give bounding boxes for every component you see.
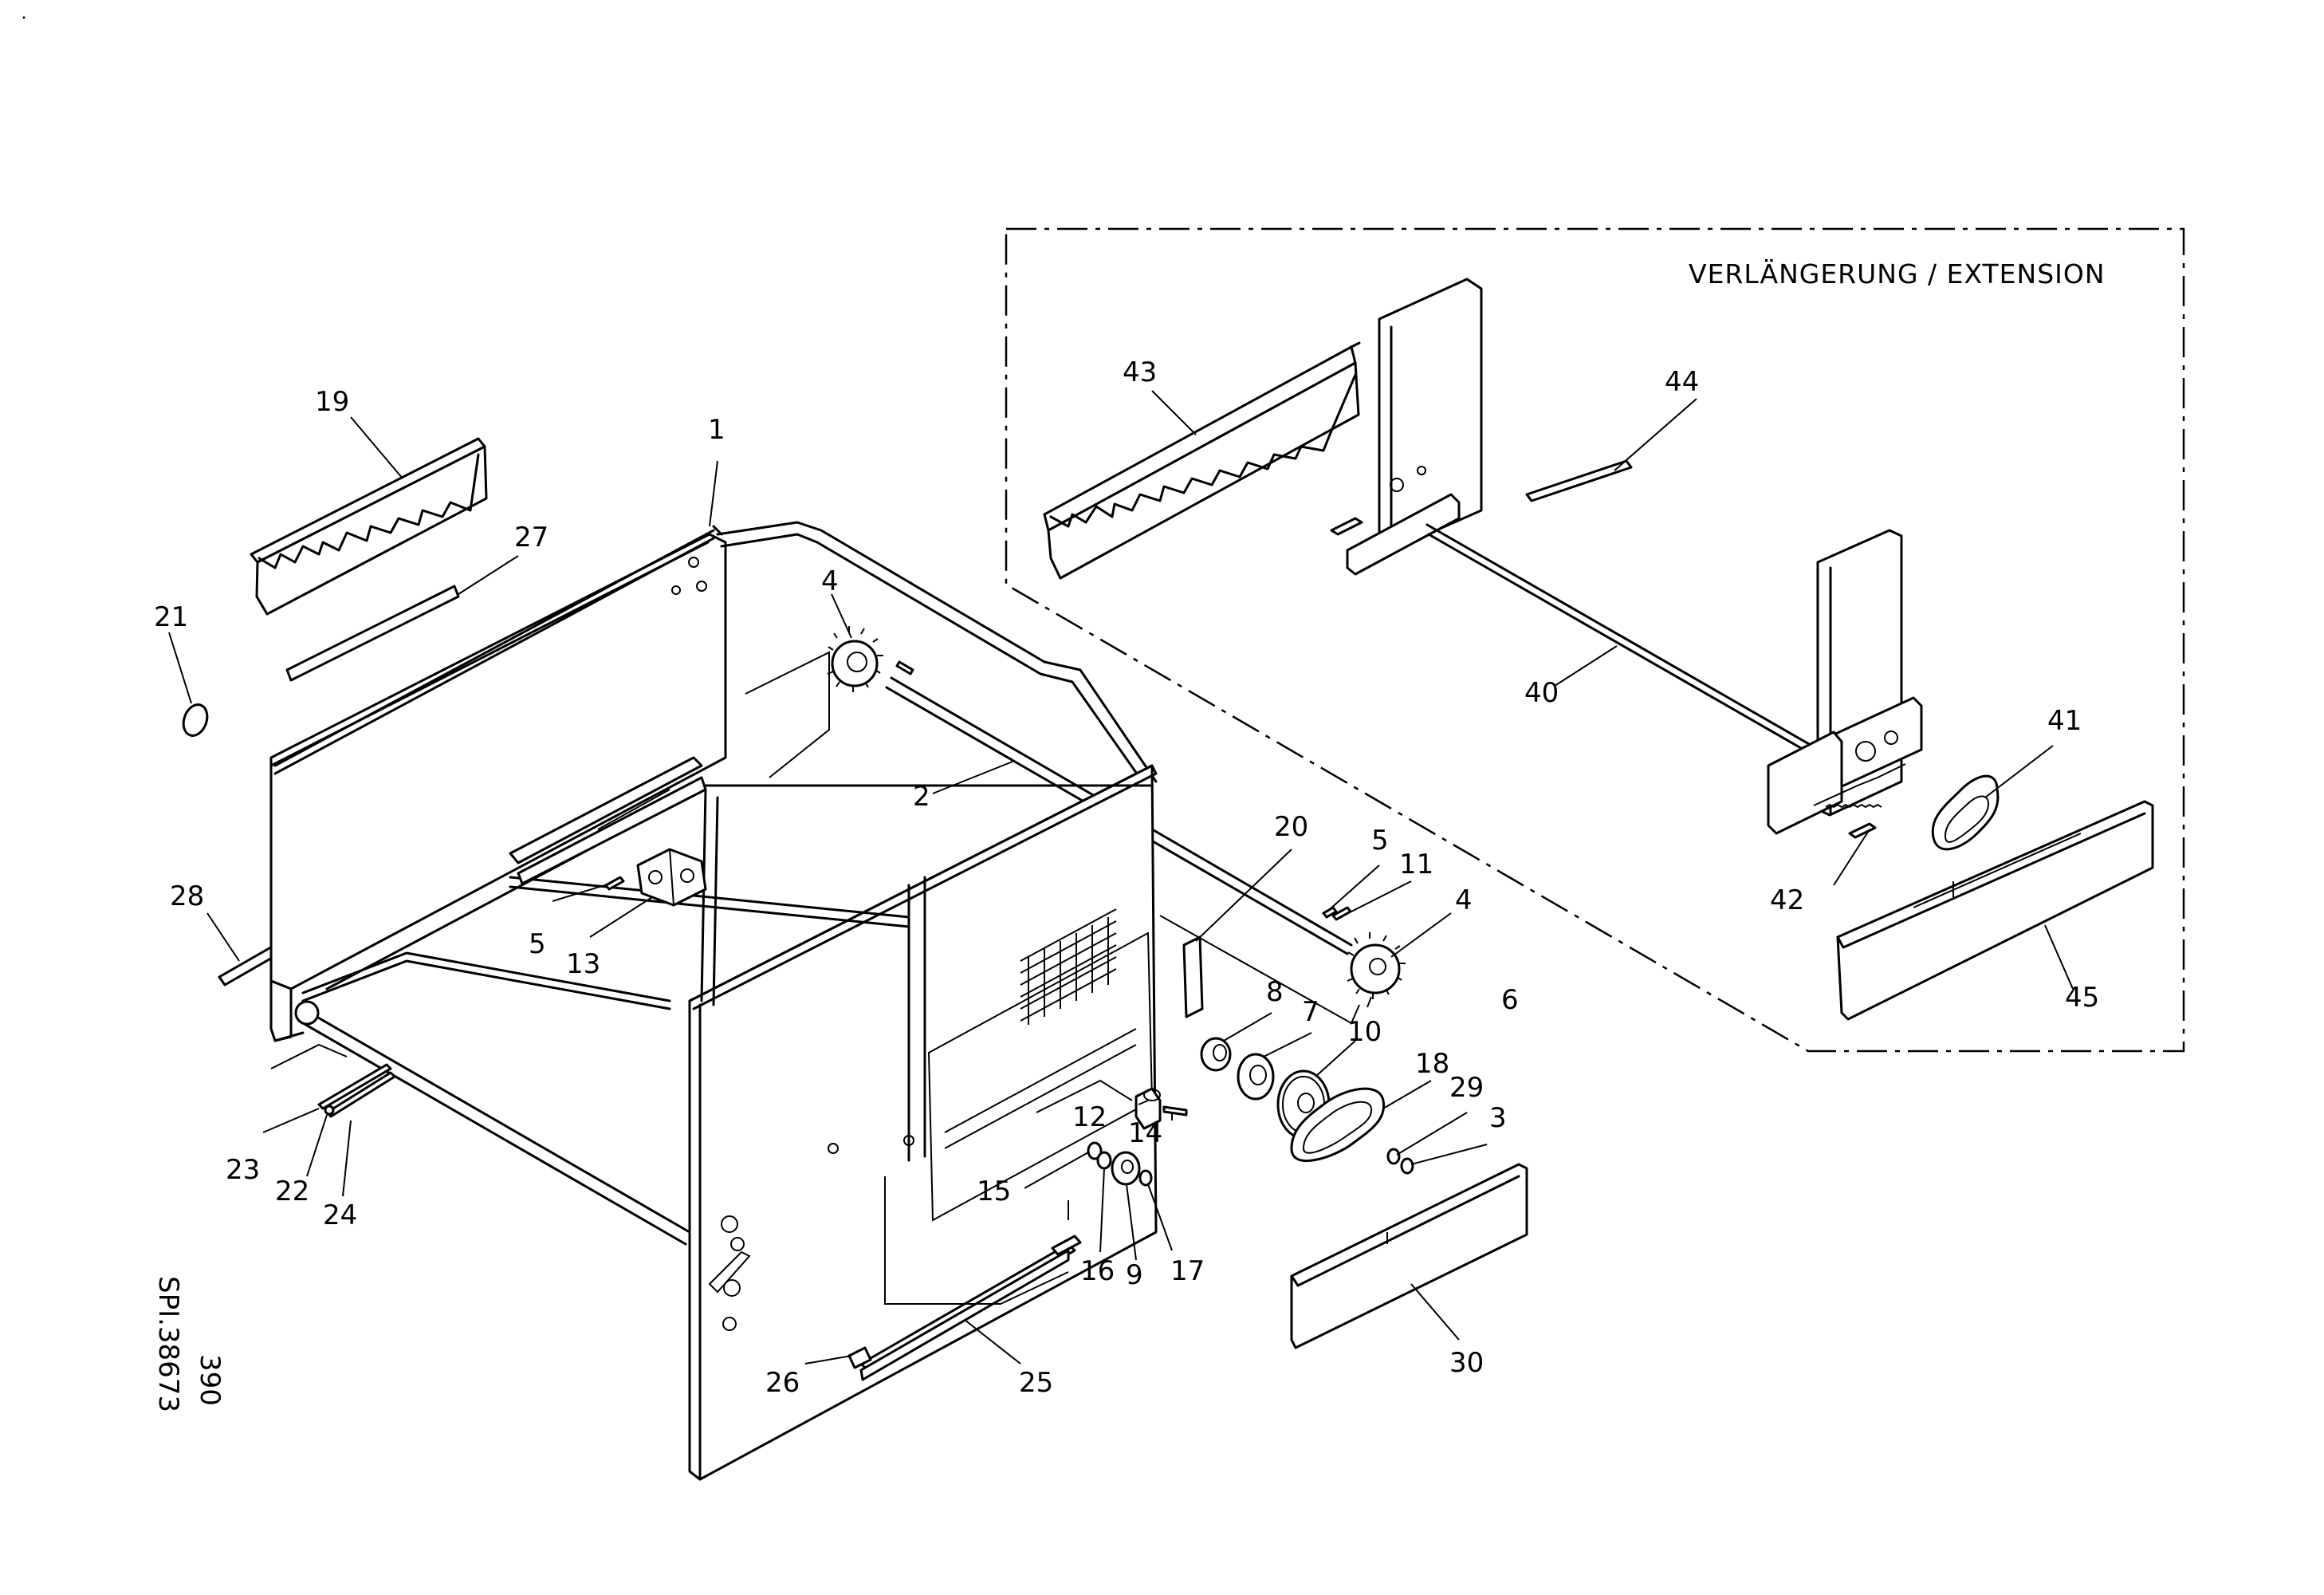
label-42: 42 [1770,884,1804,916]
frame-bottom-bar [294,1000,691,1246]
leader-lines [168,390,2074,1365]
part-17-screw [1138,1169,1153,1187]
label-5-right: 5 [1371,825,1389,857]
label-29: 29 [1449,1072,1484,1104]
extension-side-frame-left [1330,278,1483,576]
part-44-strip [1525,459,1633,502]
part-12-spacer [1134,1087,1162,1130]
slide-rails [509,756,707,885]
label-43: 43 [1123,356,1157,388]
callout-labels: 1 2 3 4 4 5 5 6 7 8 9 10 11 12 13 14 15 … [154,356,2099,1399]
frame-left-side [269,979,305,1042]
label-12: 12 [1072,1101,1107,1133]
part-15-washer [1087,1141,1103,1160]
label-23: 23 [226,1154,260,1186]
label-28: 28 [170,880,204,912]
label-40: 40 [1524,677,1559,709]
part-25-bar [859,1235,1082,1381]
label-4-lower: 4 [1455,884,1473,916]
part-27-strip [285,585,460,682]
part-5-pin-right [1322,906,1338,919]
label-1: 1 [708,414,726,446]
label-15: 15 [977,1176,1011,1207]
part-26-clip [847,1346,872,1369]
label-11: 11 [1399,849,1433,880]
part-20-plate [1182,935,1204,1018]
drawing-code-block: SPI.38673 390 [152,1276,226,1412]
part-42-clip [1848,822,1877,839]
part-45-cover [1836,800,2154,1021]
part-9-gear [1111,1151,1141,1186]
part-21-oring [182,703,209,737]
part-5-pin-left [604,876,625,891]
frame-cross-bars [301,784,1154,1010]
label-22: 22 [275,1176,309,1207]
drawing-sub: 390 [194,1354,226,1406]
part-43-slotted-rail [1043,341,1361,580]
part-41-belt [1931,774,2000,851]
tube-frame [716,521,1158,791]
label-4-upper: 4 [821,565,839,597]
label-13: 13 [566,948,600,980]
label-6: 6 [1501,984,1519,1016]
label-2: 2 [913,781,930,813]
part-4-sprocket-lower [1347,932,1406,999]
part-18-belt [1290,1087,1386,1163]
label-21: 21 [154,601,188,633]
label-10: 10 [1347,1016,1382,1048]
label-19: 19 [315,386,349,418]
label-3: 3 [1489,1102,1507,1134]
part-4-sprocket-upper [827,626,883,692]
label-16: 16 [1080,1255,1115,1287]
label-14: 14 [1128,1117,1162,1149]
label-8: 8 [1266,976,1284,1008]
label-44: 44 [1665,366,1699,398]
extension-boundary [1005,227,2185,1053]
label-18: 18 [1415,1048,1449,1080]
part-8-bushing [1200,1037,1232,1072]
extension-side-frame-right [1767,529,1923,835]
part-13-block [636,848,707,907]
part-29-washer [1386,1148,1401,1165]
key-upper [895,660,914,675]
label-41: 41 [2047,705,2082,737]
label-9: 9 [1126,1259,1143,1291]
label-30: 30 [1449,1347,1484,1379]
part-16-washer [1096,1151,1112,1170]
frame-front-panel [688,764,1158,1481]
label-25: 25 [1019,1367,1053,1399]
label-24: 24 [323,1199,357,1231]
part-11-key [1331,906,1352,921]
guide-lines [270,651,1360,1305]
label-17: 17 [1170,1255,1205,1287]
label-45: 45 [2065,982,2099,1014]
drawing-code: SPI.38673 [152,1276,184,1412]
corner-mark [22,16,26,19]
part-40-shaft [1425,523,1829,765]
extension-title: VERLÄNGERUNG / EXTENSION [1689,258,2106,289]
frame-back-wall [269,533,727,990]
part-7-gear [1237,1053,1275,1101]
part-30-cover [1290,1163,1528,1349]
part-19-slotted-rail [250,437,488,616]
part-14-screw [1162,1105,1188,1116]
part-22-24-rail [317,1063,396,1118]
label-20: 20 [1274,811,1308,843]
label-5-left: 5 [529,928,546,960]
label-7: 7 [1302,996,1319,1028]
label-26: 26 [765,1367,800,1399]
label-27: 27 [514,522,549,553]
part-3-nut [1400,1157,1414,1175]
frame-grid-pattern [1020,908,1117,1025]
